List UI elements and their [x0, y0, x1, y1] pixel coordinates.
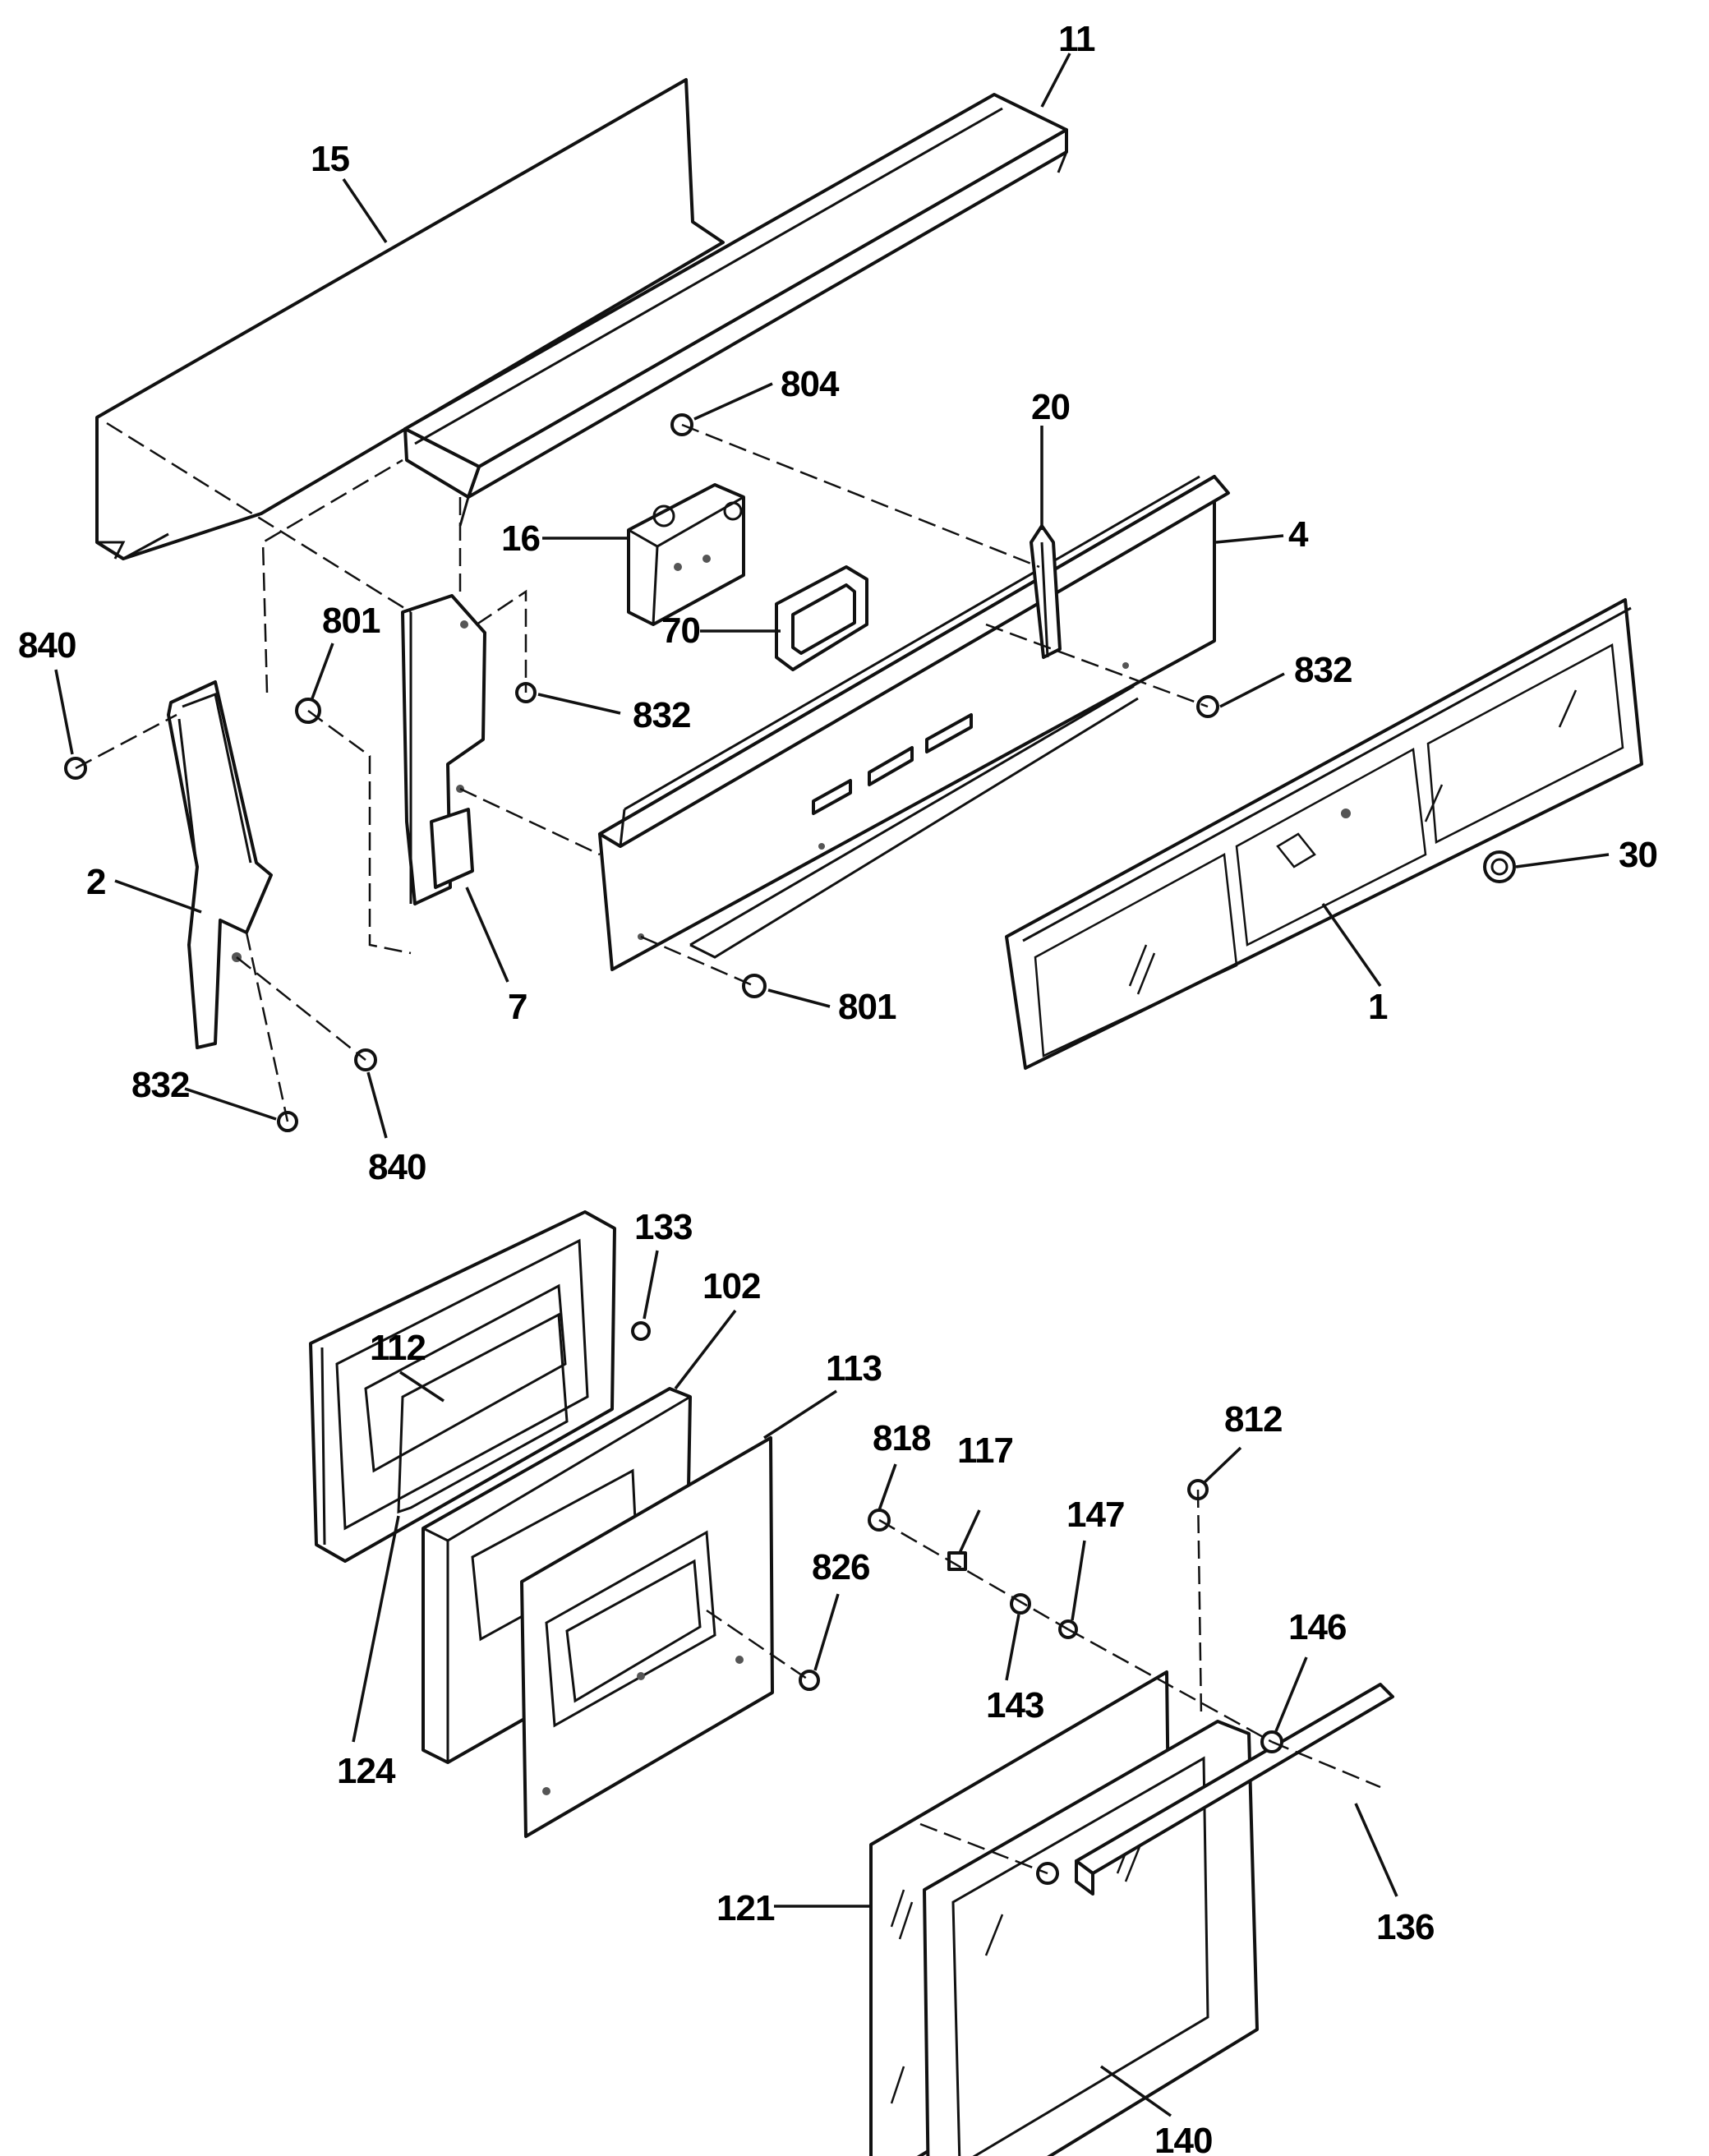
control-backplate-4: [598, 475, 1230, 971]
end-cap-2: [167, 680, 273, 1049]
callout-801-a: 801: [322, 601, 380, 641]
callout-16: 16: [501, 518, 540, 559]
callout-112: 112: [370, 1328, 426, 1368]
callout-812: 812: [1224, 1399, 1282, 1440]
callout-840-a: 840: [18, 625, 76, 666]
callout-143: 143: [986, 1685, 1043, 1725]
callout-826: 826: [812, 1547, 869, 1587]
inner-door-panel-113: [520, 1436, 774, 1838]
callout-133: 133: [634, 1207, 692, 1247]
callout-801-b: 801: [838, 987, 896, 1027]
callout-7: 7: [508, 987, 527, 1027]
spacer-133: [631, 1321, 651, 1341]
callout-804: 804: [781, 364, 840, 404]
callout-70: 70: [661, 610, 700, 651]
callout-121: 121: [716, 1888, 775, 1928]
assembly-lines-upper: [75, 422, 1209, 1122]
callout-147: 147: [1066, 1495, 1124, 1535]
callout-140: 140: [1154, 2121, 1212, 2156]
top-trim-11: [403, 93, 1068, 527]
callout-labels: 11 15 804 20 16 4 840 801 70 832 832 2 3…: [18, 19, 1658, 2156]
callout-832-b: 832: [1294, 650, 1352, 690]
screw-826: [799, 1670, 820, 1691]
callout-832-c: 832: [131, 1065, 189, 1105]
callout-117: 117: [957, 1430, 1013, 1471]
callout-30: 30: [1619, 835, 1657, 875]
callout-20: 20: [1031, 387, 1070, 427]
callout-840-b: 840: [368, 1147, 426, 1187]
knob-30: [1483, 850, 1516, 883]
callout-2: 2: [86, 862, 105, 902]
callout-102: 102: [702, 1266, 760, 1306]
control-module-16: [627, 483, 745, 626]
callout-11: 11: [1058, 19, 1095, 59]
display-frame-70: [775, 565, 868, 671]
callout-15: 15: [311, 139, 349, 179]
leader-lines: [54, 53, 1610, 2117]
callout-113: 113: [826, 1348, 882, 1389]
callout-136: 136: [1376, 1907, 1434, 1947]
callout-146: 146: [1288, 1607, 1346, 1647]
door-gasket-124: [397, 1312, 569, 1514]
side-bracket-7: [401, 594, 486, 905]
callout-124: 124: [337, 1751, 396, 1791]
screw-801-b: [742, 974, 767, 998]
callout-4: 4: [1288, 514, 1309, 555]
front-glass-panel-1: [1005, 598, 1643, 1070]
callout-1: 1: [1368, 987, 1388, 1027]
callout-832-a: 832: [633, 695, 690, 735]
inner-door-liner-112: [309, 1210, 616, 1563]
callout-818: 818: [873, 1418, 931, 1458]
assembly-lines-lower: [706, 1489, 1381, 1875]
outer-door-frame-140: [923, 1720, 1259, 2156]
